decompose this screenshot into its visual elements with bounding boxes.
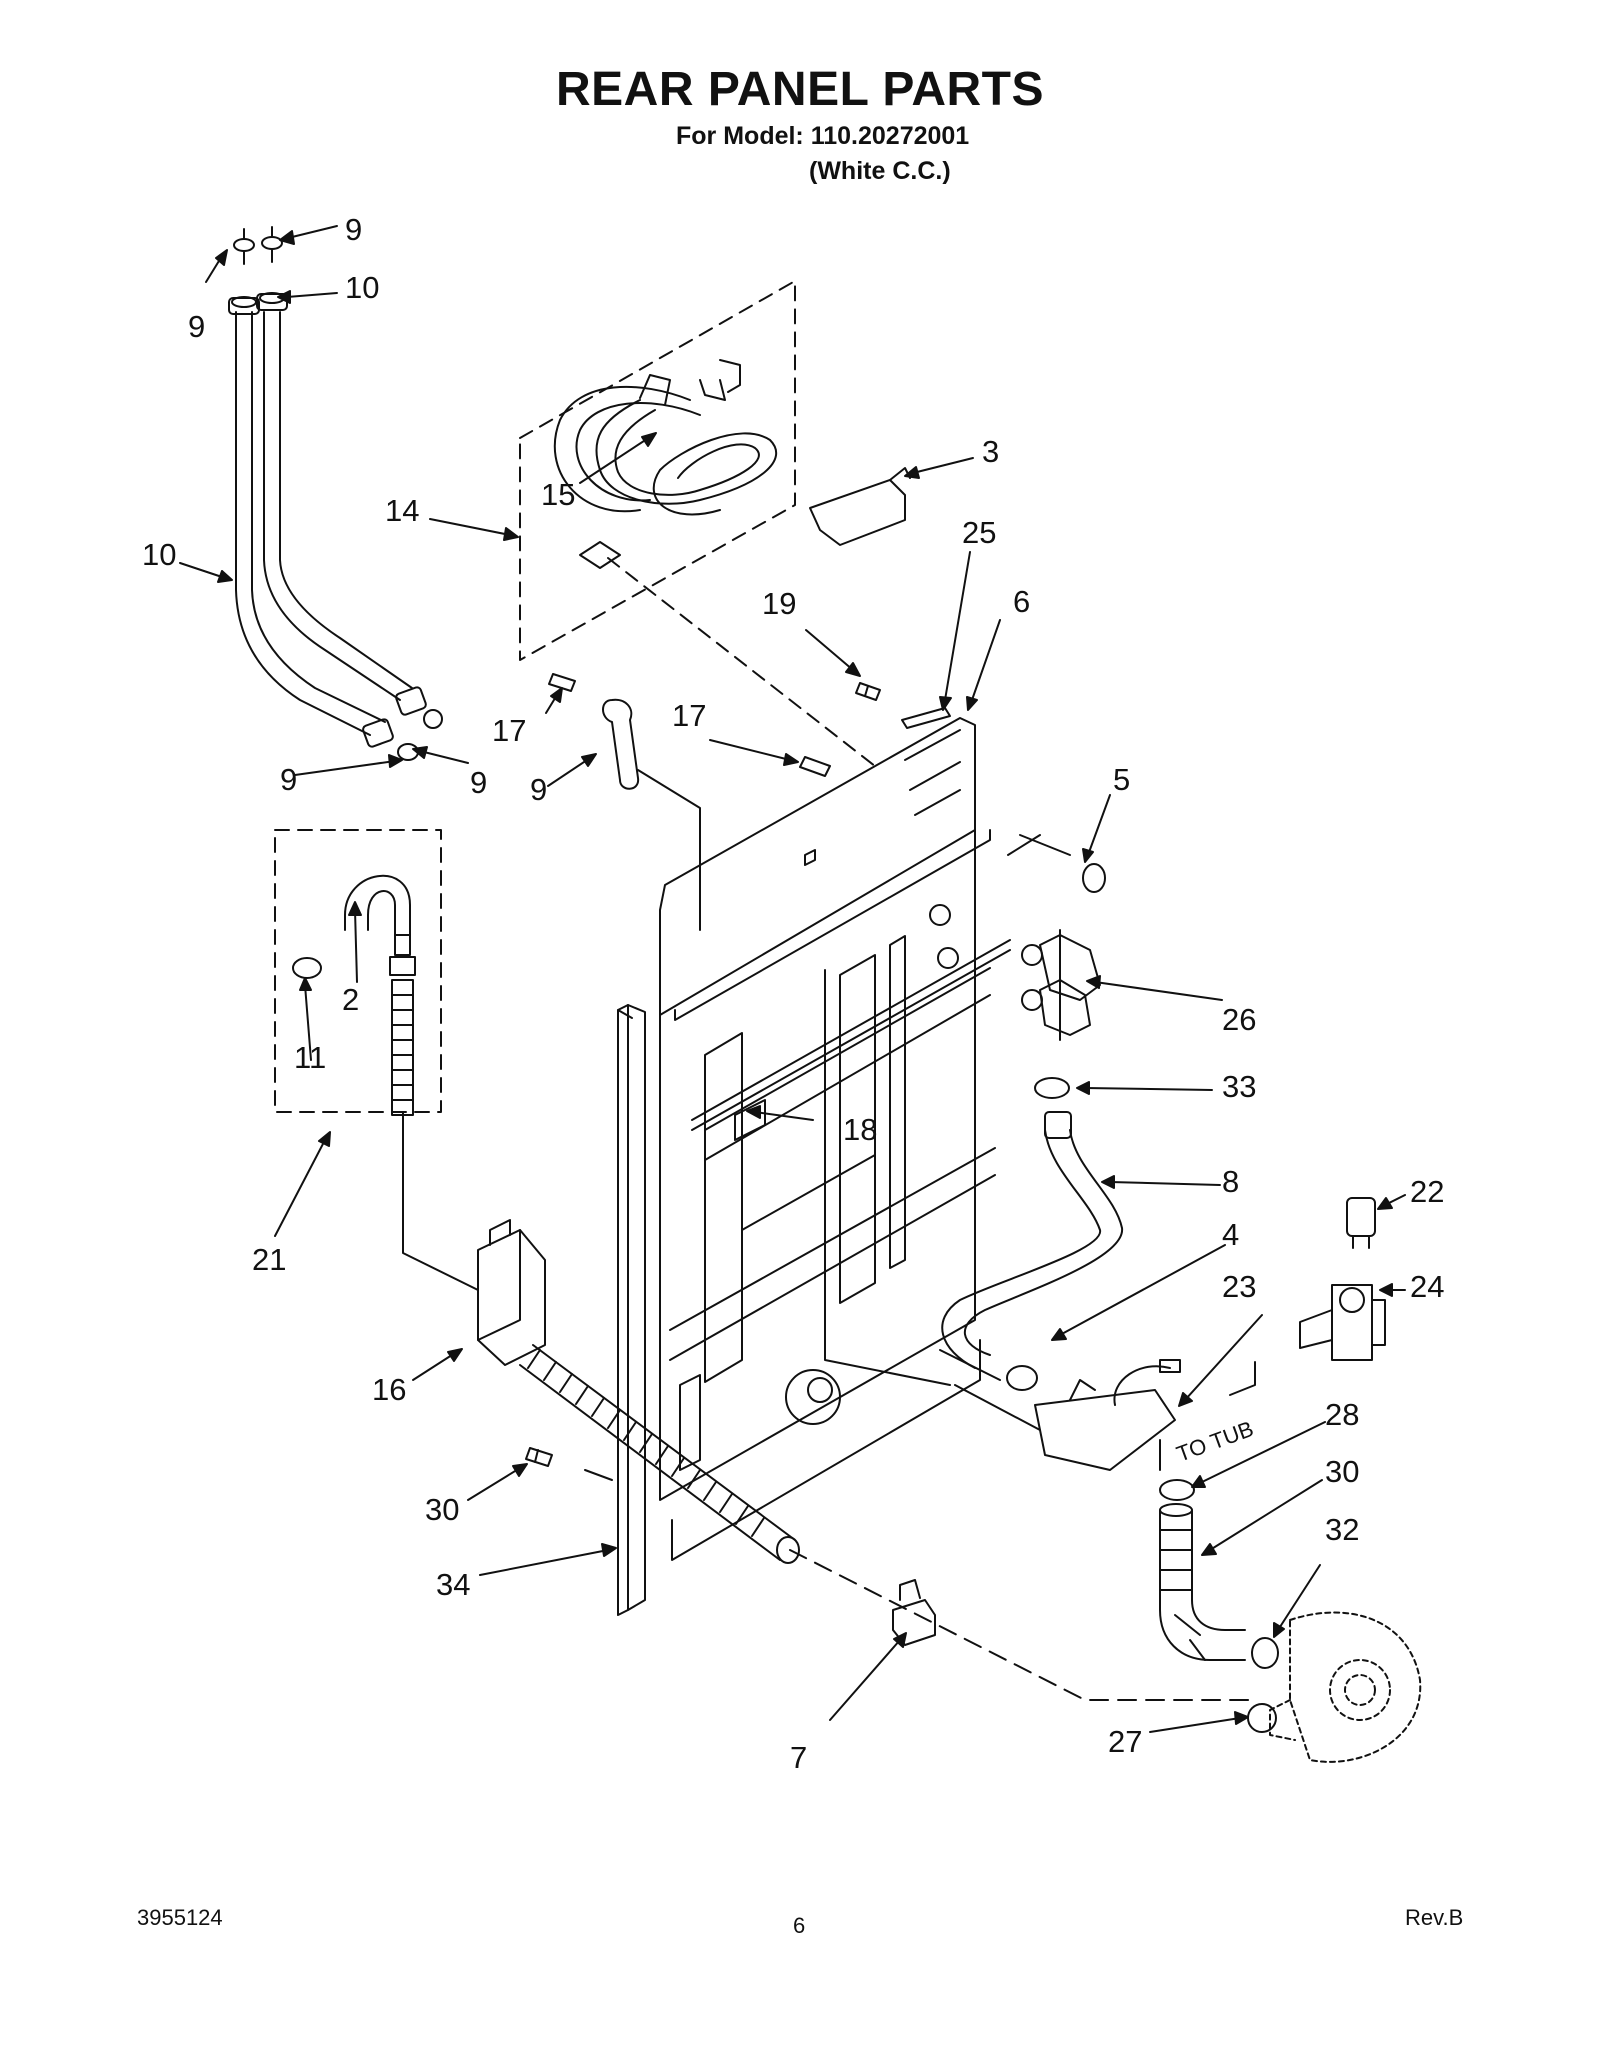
pump-housing bbox=[1269, 1611, 1422, 1763]
hose-washers bbox=[233, 226, 443, 761]
callout-label: 3 bbox=[982, 434, 999, 469]
clamp-21 bbox=[1034, 1077, 1070, 1099]
callout-label: 28 bbox=[1325, 1397, 1359, 1432]
connector-lines bbox=[402, 557, 1256, 1701]
callout-label: 9 bbox=[188, 309, 205, 344]
callout-label: 33 bbox=[1222, 1069, 1256, 1104]
corrugated-hose bbox=[519, 1344, 800, 1564]
callout-label: 9 bbox=[280, 762, 297, 797]
callout-label: 10 bbox=[345, 270, 379, 305]
revision-label: Rev.B bbox=[1405, 1905, 1464, 1930]
clamp-2 bbox=[1082, 863, 1106, 893]
to-tub-label: TO TUB bbox=[1173, 1416, 1257, 1467]
callout-label: 15 bbox=[541, 477, 575, 512]
bracket-3 bbox=[809, 467, 911, 546]
callout-label: 6 bbox=[1013, 584, 1030, 619]
clamp-30-b bbox=[1251, 1637, 1279, 1669]
fill-hose-22 bbox=[941, 1111, 1124, 1369]
part-24 bbox=[1034, 1359, 1181, 1471]
side-rail-7 bbox=[617, 1004, 646, 1616]
callout-label: 30 bbox=[425, 1492, 459, 1527]
callout-label: 9 bbox=[345, 212, 362, 247]
callout-label: 16 bbox=[372, 1372, 406, 1407]
inlet-hoses bbox=[228, 292, 427, 748]
model-label: For Model: 110.20272001 bbox=[676, 122, 970, 150]
callout-label: 25 bbox=[962, 515, 996, 550]
callout-label: 11 bbox=[294, 1040, 326, 1075]
leader-lines bbox=[179, 225, 1406, 1733]
callout-labels: 9 9 10 9 10 14 15 3 25 6 19 17 17 9 9 5 … bbox=[142, 212, 1444, 1775]
callout-label: 17 bbox=[672, 698, 706, 733]
standpipe-group bbox=[274, 829, 442, 1116]
doc-number: 3955124 bbox=[137, 1905, 223, 1930]
rear-panel bbox=[659, 717, 1011, 1561]
clamp-23 bbox=[1006, 1365, 1038, 1391]
callout-label: 23 bbox=[1222, 1269, 1256, 1304]
callout-label: 9 bbox=[470, 765, 487, 800]
callout-label: 27 bbox=[1108, 1724, 1142, 1759]
callout-label: 21 bbox=[252, 1242, 286, 1277]
screw-17 bbox=[548, 673, 831, 777]
bracket-5 bbox=[602, 698, 640, 790]
part-4 bbox=[1346, 1197, 1376, 1249]
color-label: (White C.C.) bbox=[809, 157, 951, 185]
callout-label: 7 bbox=[790, 1740, 807, 1775]
callout-label: 9 bbox=[530, 772, 547, 807]
clamp-27 bbox=[892, 1579, 936, 1646]
screw-19 bbox=[855, 682, 881, 701]
callout-label: 4 bbox=[1222, 1217, 1239, 1252]
part-28 bbox=[477, 1219, 546, 1366]
drain-hose-32 bbox=[1159, 1503, 1246, 1661]
callout-label: 17 bbox=[492, 713, 526, 748]
water-valve-18 bbox=[1021, 929, 1101, 1041]
callout-label: 24 bbox=[1410, 1269, 1444, 1304]
callout-label: 26 bbox=[1222, 1002, 1256, 1037]
callout-label: 14 bbox=[385, 493, 419, 528]
callout-label: 18 bbox=[843, 1112, 877, 1147]
page-title: REAR PANEL PARTS bbox=[555, 63, 1045, 116]
part-16 bbox=[1299, 1284, 1386, 1361]
power-cord-group bbox=[519, 280, 796, 661]
callout-label: 5 bbox=[1113, 762, 1130, 797]
screw-34 bbox=[525, 1447, 553, 1467]
strip-25 bbox=[901, 707, 951, 729]
callout-label: 30 bbox=[1325, 1454, 1359, 1489]
clamp-30-a bbox=[1159, 1479, 1195, 1501]
callout-label: 2 bbox=[342, 982, 359, 1017]
callout-label: 22 bbox=[1410, 1174, 1444, 1209]
page-number: 6 bbox=[793, 1913, 806, 1938]
callout-label: 19 bbox=[762, 586, 796, 621]
callout-label: 32 bbox=[1325, 1512, 1359, 1547]
callout-label: 34 bbox=[436, 1567, 470, 1602]
callout-label: 10 bbox=[142, 537, 176, 572]
callout-label: 8 bbox=[1222, 1164, 1239, 1199]
